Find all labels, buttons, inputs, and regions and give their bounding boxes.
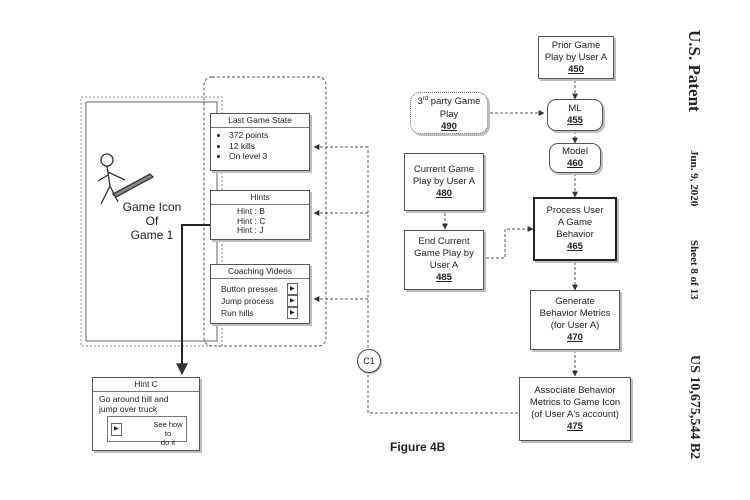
last-game-state-item: On level 3: [229, 151, 309, 162]
prior-ref: 450: [568, 63, 584, 75]
game-icon-line1: Game Icon: [122, 200, 182, 214]
arrow-hint-to-popup: [176, 224, 216, 376]
info-panel-container: [203, 76, 327, 347]
generate-line3: (for User A): [550, 320, 600, 331]
see-how-line2: do it: [160, 438, 176, 447]
patent-office: U.S. Patent: [685, 30, 704, 112]
box-prior-game-play: Prior Game Play by User A 450: [538, 36, 614, 79]
third-party-line1: 3rd party Game: [418, 93, 481, 108]
patent-sheet: Sheet 8 of 13: [688, 240, 700, 300]
end-line3: User A: [429, 260, 459, 271]
figure-label: Figure 4B: [390, 440, 446, 454]
model-ref: 460: [567, 158, 583, 169]
hint-c-line2: jump over truck: [99, 404, 158, 414]
game-icon-line3: Game 1: [130, 228, 174, 242]
video-label: Run hills: [221, 308, 254, 318]
arrow-end-to-process: [486, 226, 534, 259]
play-icon[interactable]: ▶: [287, 307, 298, 319]
coaching-videos-panel: Coaching Videos Button presses ▶ Jump pro…: [210, 264, 310, 324]
game-icon-label: Game Icon Of Game 1: [112, 200, 192, 242]
last-game-state-panel: Last Game State 372 points 12 kills On l…: [210, 113, 310, 171]
associate-line3: (of User A's account): [531, 409, 619, 420]
patent-date: Jun. 9, 2020: [688, 150, 700, 207]
play-icon[interactable]: ▶: [287, 295, 298, 307]
hint-item-j[interactable]: Hint : J: [237, 225, 264, 235]
video-row[interactable]: Run hills ▶: [221, 307, 309, 319]
prior-line1: Prior Game: [551, 39, 601, 51]
prior-line2: Play by User A: [544, 51, 608, 63]
process-line1: Process User: [546, 205, 604, 216]
video-label: Button presses: [221, 284, 278, 294]
current-ref: 480: [436, 188, 452, 199]
last-game-state-title: Last Game State: [211, 114, 309, 128]
last-game-state-item: 12 kills: [229, 141, 309, 152]
last-game-state-list: 372 points 12 kills On level 3: [219, 130, 309, 162]
third-party-line2: Play: [439, 108, 459, 120]
line-associate-to-c1: [367, 372, 518, 414]
hints-list: Hint : B Hint : C Hint : J: [211, 205, 309, 236]
end-line1: End Current: [418, 236, 470, 247]
box-associate-metrics: Associate Behavior Metrics to Game Icon …: [519, 377, 631, 441]
process-line2: A Game: [557, 217, 593, 228]
process-ref: 465: [567, 241, 583, 252]
hint-c-line1: Go around hill and: [99, 394, 169, 404]
third-party-post: party Game: [428, 96, 481, 108]
patent-number: US 10,675,544 B2: [687, 355, 702, 460]
play-icon[interactable]: ▶: [287, 283, 298, 295]
box-generate-metrics: Generate Behavior Metrics (for User A) 4…: [530, 290, 620, 350]
third-party-pre: 3: [417, 96, 423, 108]
hint-c-popup: Hint C Go around hill and jump over truc…: [92, 377, 200, 451]
generate-line2: Behavior Metrics: [539, 308, 611, 319]
stick-figure: [97, 153, 155, 205]
third-party-sup: rd: [422, 96, 429, 103]
game-icon-line2: Of: [145, 214, 159, 228]
last-game-state-item: 372 points: [229, 130, 309, 141]
play-icon[interactable]: ▶: [111, 423, 122, 436]
coaching-videos-list: Button presses ▶ Jump process ▶ Run hills ▶: [211, 279, 309, 319]
box-model: Model 460: [549, 143, 601, 173]
box-current-game-play: Current Game Play by User A 480: [404, 153, 484, 211]
associate-ref: 475: [567, 421, 583, 432]
video-row[interactable]: Jump process ▶: [221, 295, 309, 307]
box-process-behavior: Process User A Game Behavior 465: [533, 197, 617, 261]
associate-line1: Associate Behavior: [534, 385, 616, 396]
video-label: Jump process: [221, 296, 274, 306]
hints-panel: Hints Hint : B Hint : C Hint : J: [210, 190, 310, 240]
box-end-current-play: End Current Game Play by User A 485: [404, 230, 484, 290]
model-line1: Model: [562, 146, 588, 157]
hint-c-body: Go around hill and jump over truck: [93, 392, 199, 414]
hint-item-c[interactable]: Hint : C: [237, 215, 266, 226]
see-how-text: See how to do it: [150, 420, 186, 447]
hints-title: Hints: [211, 191, 309, 205]
box-third-party-play: 3rd party Game Play 490: [410, 92, 488, 134]
generate-ref: 470: [567, 332, 583, 343]
end-ref: 485: [436, 272, 452, 283]
hint-item-b[interactable]: Hint : B: [237, 206, 265, 216]
current-line2: Play by User A: [412, 176, 476, 187]
coaching-videos-title: Coaching Videos: [211, 265, 309, 279]
box-ml: ML 455: [547, 99, 603, 131]
generate-line1: Generate: [555, 296, 595, 307]
process-line3: Behavior: [556, 229, 594, 240]
associate-line2: Metrics to Game Icon: [529, 397, 621, 408]
see-how-line1: See how to: [153, 420, 183, 438]
see-how-box[interactable]: ▶ See how to do it: [107, 416, 187, 447]
ml-line1: ML: [568, 103, 582, 114]
end-line2: Game Play by: [414, 248, 474, 259]
third-party-ref: 490: [441, 120, 457, 132]
connector-c1: C1: [357, 349, 381, 373]
video-row[interactable]: Button presses ▶: [221, 283, 309, 295]
hint-c-title: Hint C: [93, 378, 199, 392]
ml-ref: 455: [567, 115, 583, 126]
current-line1: Current Game: [413, 164, 475, 175]
